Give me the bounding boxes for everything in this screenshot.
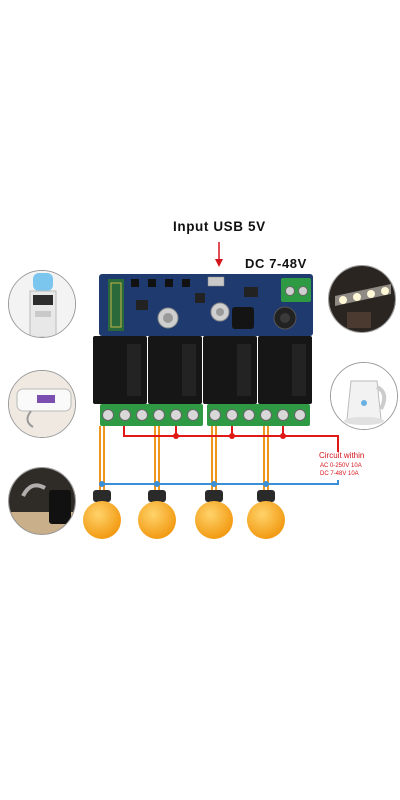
live-wire xyxy=(123,426,339,452)
electric-kettle-icon xyxy=(330,362,398,430)
water-heater-icon xyxy=(8,370,76,438)
dc-input-label: DC 7-48V xyxy=(245,256,307,271)
chip-3 xyxy=(136,300,148,310)
button-3 xyxy=(165,279,173,287)
power-terminal xyxy=(281,278,311,302)
humidifier-icon xyxy=(8,467,76,535)
chip-1 xyxy=(195,293,205,303)
button-4 xyxy=(182,279,190,287)
relay-4 xyxy=(258,336,312,404)
inductor xyxy=(232,307,254,329)
spotlight-icon xyxy=(328,265,396,333)
terminal-block-right xyxy=(207,404,310,426)
light-bulb-2-icon xyxy=(138,490,176,539)
micro-usb-port xyxy=(207,276,225,287)
circuit-note-dc: DC 7-48V 10A xyxy=(320,471,359,477)
light-bulb-1-icon xyxy=(83,490,121,539)
relay-3 xyxy=(203,336,257,404)
circuit-note-title: Circuit within xyxy=(319,451,365,460)
water-dispenser-icon xyxy=(8,270,76,338)
neutral-wire xyxy=(99,480,339,487)
relay-board xyxy=(99,274,313,336)
terminal-block-left xyxy=(100,404,203,426)
chip-2 xyxy=(244,287,258,297)
relay-2 xyxy=(148,336,202,404)
circuit-note-ac: AC 0-250V 10A xyxy=(320,463,362,469)
light-bulb-3-icon xyxy=(195,490,233,539)
antenna-module xyxy=(108,279,124,331)
button-1 xyxy=(131,279,139,287)
input-usb-label: Input USB 5V xyxy=(173,219,266,234)
relay-1 xyxy=(93,336,147,404)
usb-arrow xyxy=(215,242,223,267)
button-2 xyxy=(148,279,156,287)
light-bulb-4-icon xyxy=(247,490,285,539)
